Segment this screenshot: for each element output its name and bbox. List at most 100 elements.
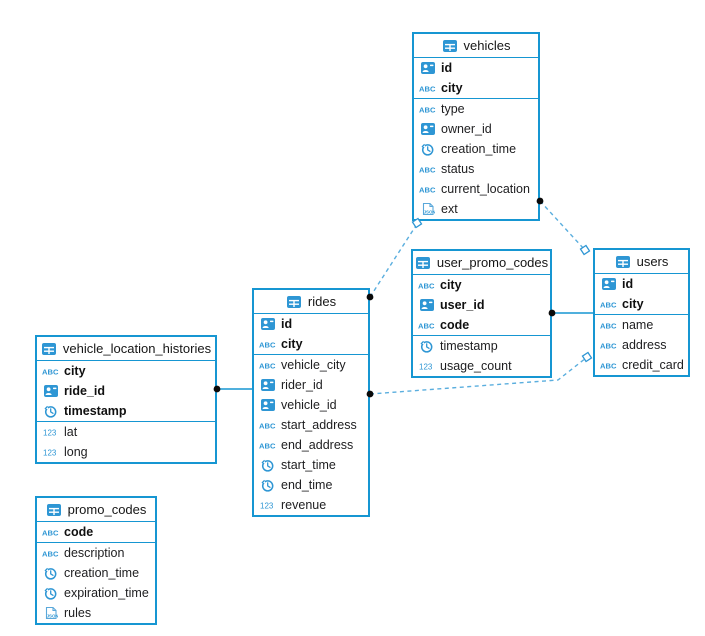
column-row-creation_time[interactable]: creation_time (414, 139, 538, 159)
column-name: id (622, 277, 634, 291)
svg-text:ABC: ABC (600, 300, 617, 309)
column-name: creation_time (64, 566, 140, 580)
svg-text:ABC: ABC (42, 549, 59, 558)
id-card-icon (42, 385, 59, 397)
pk-separator (413, 335, 550, 336)
column-name: rules (64, 606, 92, 620)
column-name: rider_id (281, 378, 323, 392)
table-header-rides[interactable]: rides (254, 290, 368, 314)
table-header-vehicles[interactable]: vehicles (414, 34, 538, 58)
abc-icon: ABC (600, 320, 617, 330)
table-header-promo_codes[interactable]: promo_codes (37, 498, 155, 522)
abc-icon: ABC (418, 280, 435, 290)
column-name: creation_time (441, 142, 517, 156)
pk-separator (595, 314, 688, 315)
column-row-id[interactable]: id (254, 314, 368, 334)
column-name: name (622, 318, 654, 332)
pk-separator (414, 98, 538, 99)
column-row-end_time[interactable]: end_time (254, 475, 368, 495)
column-row-creation_time[interactable]: creation_time (37, 563, 155, 583)
table-icon (615, 255, 632, 268)
table-title: vehicles (463, 38, 511, 53)
clock-icon (259, 459, 276, 472)
abc-icon: ABC (600, 299, 617, 309)
column-row-user_id[interactable]: user_id (413, 295, 550, 315)
num-icon: 123 (42, 427, 59, 437)
abc-icon: ABC (600, 340, 617, 350)
table-header-users[interactable]: users (595, 250, 688, 274)
clock-icon (418, 340, 435, 353)
abc-icon: ABC (42, 548, 59, 558)
column-row-timestamp[interactable]: timestamp (413, 336, 550, 356)
abc-icon: ABC (419, 164, 436, 174)
column-name: code (440, 318, 470, 332)
column-row-address[interactable]: ABC address (595, 335, 688, 355)
column-name: vehicle_id (281, 398, 337, 412)
column-row-name[interactable]: ABC name (595, 315, 688, 335)
column-row-vehicle_id[interactable]: vehicle_id (254, 395, 368, 415)
table-icon (442, 39, 459, 52)
column-row-start_time[interactable]: start_time (254, 455, 368, 475)
svg-text:JSON: JSON (423, 210, 434, 215)
table-header-vehicle_location_histories[interactable]: vehicle_location_histories (37, 337, 215, 361)
column-row-code[interactable]: ABC code (37, 522, 155, 542)
column-row-owner_id[interactable]: owner_id (414, 119, 538, 139)
column-name: code (64, 525, 94, 539)
svg-text:ABC: ABC (42, 367, 59, 376)
relationship-line-vehicles-to-users[interactable] (539, 200, 585, 250)
svg-text:ABC: ABC (42, 528, 59, 537)
column-row-rider_id[interactable]: rider_id (254, 375, 368, 395)
column-row-id[interactable]: id (595, 274, 688, 294)
relationship-line-rides-to-vehicles[interactable] (369, 223, 418, 298)
abc-icon: ABC (42, 366, 59, 376)
svg-text:ABC: ABC (600, 341, 617, 350)
column-name: user_id (440, 298, 485, 312)
table-icon (41, 342, 58, 355)
table-header-user_promo_codes[interactable]: user_promo_codes (413, 251, 550, 275)
id-card-icon (419, 62, 436, 74)
one-end-diamond (581, 351, 593, 363)
column-name: city (440, 278, 462, 292)
column-row-id[interactable]: id (414, 58, 538, 78)
column-name: revenue (281, 498, 327, 512)
column-name: id (281, 317, 293, 331)
column-name: owner_id (441, 122, 492, 136)
column-row-expiration_time[interactable]: expiration_time (37, 583, 155, 603)
column-row-city[interactable]: ABC city (413, 275, 550, 295)
column-name: end_address (281, 438, 354, 452)
table-icon (46, 503, 63, 516)
column-row-ride_id[interactable]: ride_id (37, 381, 215, 401)
column-row-timestamp[interactable]: timestamp (37, 401, 215, 421)
column-name: address (622, 338, 667, 352)
svg-text:123: 123 (43, 448, 57, 457)
table-title: users (636, 254, 669, 269)
clock-icon (42, 405, 59, 418)
abc-icon: ABC (419, 104, 436, 114)
